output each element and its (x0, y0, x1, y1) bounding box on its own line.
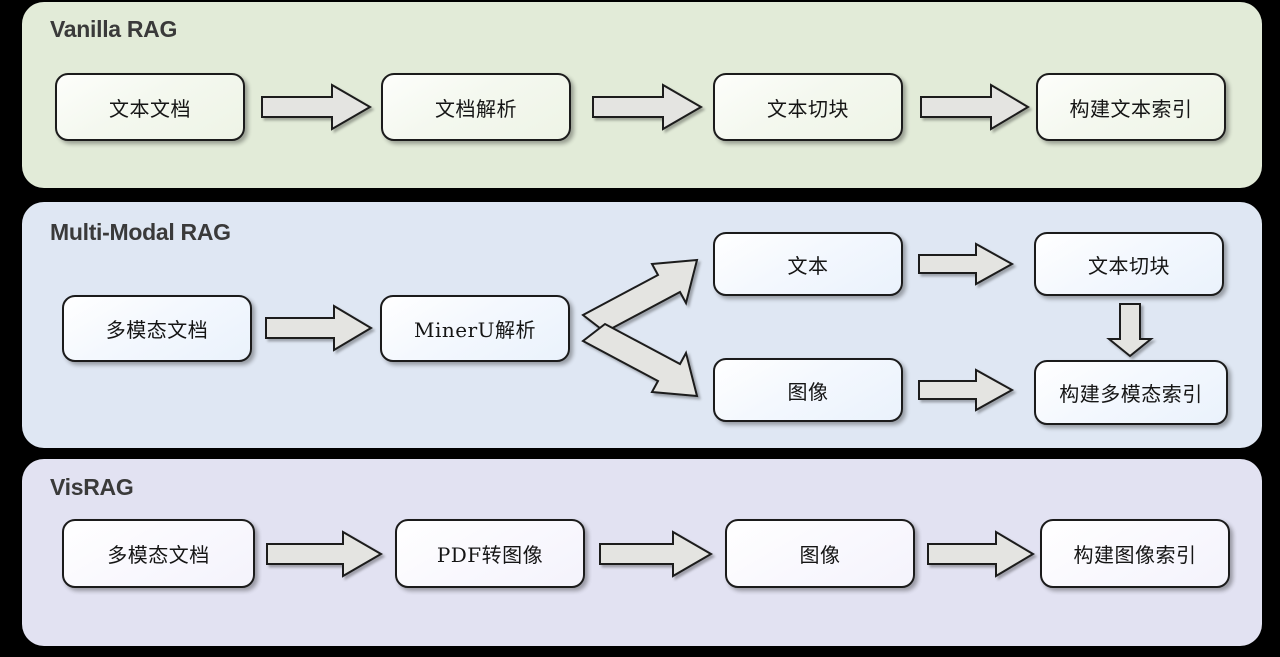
node-label: 构建多模态索引 (1059, 382, 1203, 406)
node-label: 构建图像索引 (1073, 543, 1197, 567)
node-text-chunk[interactable]: 文本切块 (713, 73, 903, 141)
node-label: 构建文本索引 (1069, 96, 1193, 121)
node-mm-text-chunk[interactable]: 文本切块 (1034, 232, 1224, 296)
node-label: 文本 (787, 253, 829, 278)
node-label: 文本切块 (767, 96, 849, 121)
node-label: 多模态文档 (105, 318, 209, 342)
node-mineru-parse[interactable]: MinerU解析 (380, 295, 570, 362)
section-title-visrag: VisRAG (50, 474, 134, 500)
node-mm-image[interactable]: 图像 (713, 358, 903, 422)
node-build-text-index[interactable]: 构建文本索引 (1036, 73, 1226, 141)
node-label: MinerU解析 (413, 318, 536, 342)
node-vis-image[interactable]: 图像 (725, 519, 915, 588)
node-label: 文档解析 (435, 96, 517, 121)
node-mm-doc[interactable]: 多模态文档 (62, 295, 252, 362)
node-label: 图像 (787, 379, 829, 404)
section-title-vanilla-rag: Vanilla RAG (50, 16, 178, 42)
node-label: 图像 (799, 543, 841, 567)
node-build-image-index[interactable]: 构建图像索引 (1040, 519, 1230, 588)
section-title-multi-modal-rag: Multi-Modal RAG (50, 219, 231, 245)
node-pdf-to-image[interactable]: PDF转图像 (395, 519, 585, 588)
node-label: 多模态文档 (107, 543, 210, 567)
node-label: 文本切块 (1088, 253, 1170, 278)
node-vis-doc[interactable]: 多模态文档 (62, 519, 255, 588)
node-label: 文本文档 (109, 96, 191, 121)
node-build-mm-index[interactable]: 构建多模态索引 (1034, 360, 1228, 425)
node-mm-text[interactable]: 文本 (713, 232, 903, 296)
node-label: PDF转图像 (436, 543, 544, 567)
node-text-doc[interactable]: 文本文档 (55, 73, 245, 141)
node-doc-parse[interactable]: 文档解析 (381, 73, 571, 141)
